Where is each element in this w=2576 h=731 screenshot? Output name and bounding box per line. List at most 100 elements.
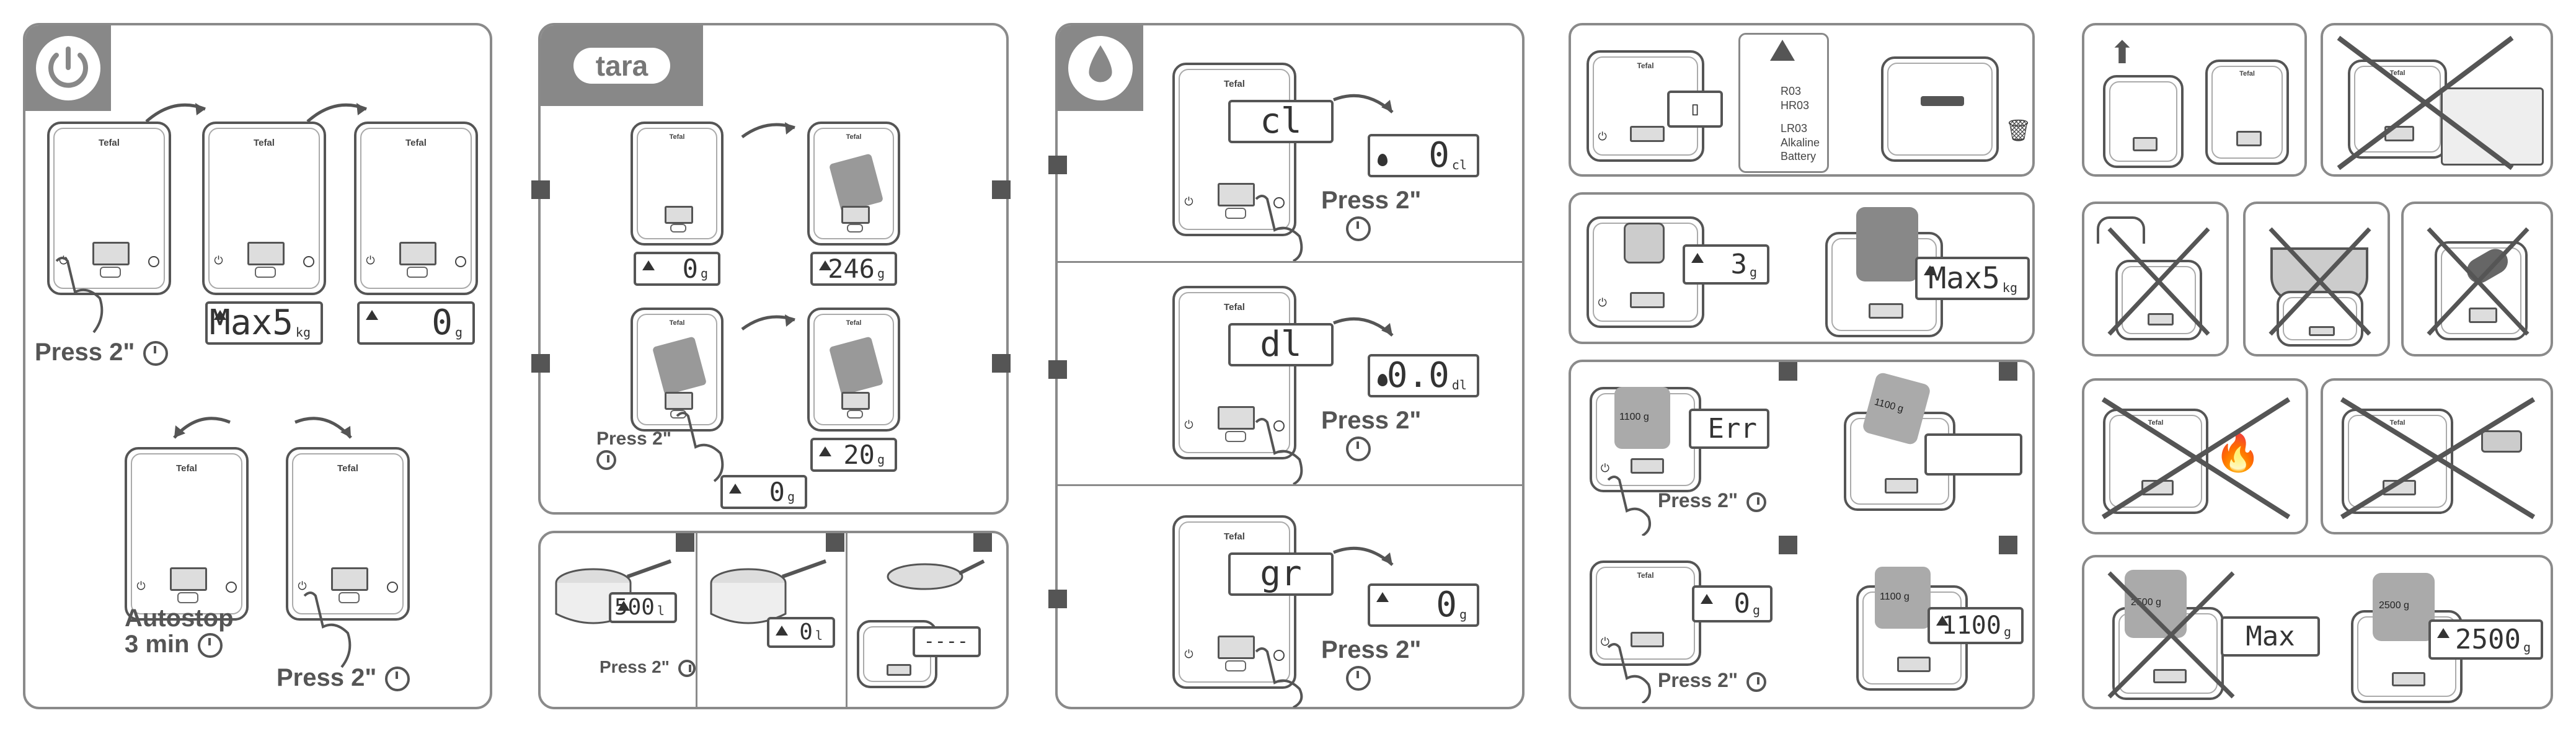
chocolate-bar-icon <box>828 153 884 213</box>
scale-5: Tefal ⏻ <box>286 447 410 621</box>
lcd-unit: g <box>1752 603 1760 618</box>
tara-key-icon[interactable] <box>225 582 237 593</box>
lcd-value: 1100 <box>1941 611 2001 640</box>
step-marker <box>1779 536 1797 554</box>
step-marker <box>992 354 1011 373</box>
scale-display <box>841 206 870 224</box>
power-key-icon[interactable]: ⏻ <box>136 580 146 593</box>
power-key-icon[interactable]: ⏻ <box>214 254 223 267</box>
scale-display <box>170 567 207 591</box>
tara-key[interactable] <box>177 591 199 603</box>
step-marker <box>676 533 694 552</box>
brand-logo: Tefal <box>2239 69 2255 78</box>
scale-2: Tefal ⏻ <box>202 122 326 295</box>
press-2s-text: Press 2" <box>1321 636 1422 663</box>
arrow-right-icon <box>741 314 795 331</box>
scale-display <box>1629 125 1665 143</box>
tara-key[interactable] <box>670 224 687 233</box>
tara-key[interactable] <box>254 266 277 278</box>
no-oven-panel: Tefal <box>2321 23 2553 177</box>
divider <box>696 533 697 707</box>
press-2s-text: Press 2" <box>596 428 671 449</box>
lcd-value: 0 <box>432 303 453 343</box>
scale-gr: Tefal ⏻ <box>1172 515 1296 689</box>
lcd-value: 0 <box>769 476 785 507</box>
no-flame-panel: Tefal 🔥 <box>2082 378 2308 534</box>
tara-key[interactable] <box>846 410 864 419</box>
scale-standing: Tefal <box>2205 60 2289 165</box>
battery-line: HR03 <box>1781 99 1810 112</box>
scale-dl: Tefal ⏻ <box>1172 286 1296 459</box>
press-2s-label: Press 2" <box>1658 669 1767 692</box>
tara-key[interactable] <box>406 266 428 278</box>
faucet-icon <box>2097 216 2145 244</box>
brand-logo: Tefal <box>1224 301 1245 312</box>
press-2s-label: Press 2" <box>1321 407 1421 462</box>
lcd-unit: g <box>700 266 708 281</box>
prohibited-cross-icon <box>2340 397 2536 520</box>
step-marker <box>973 533 992 552</box>
finger-press-icon <box>303 591 352 668</box>
arrow-right-icon <box>1333 317 1394 337</box>
weight-icon: 1100 g <box>1614 387 1670 449</box>
tara-key-icon[interactable] <box>148 256 159 268</box>
battery-line: Battery <box>1781 150 1817 162</box>
lcd-unit: g <box>1749 265 1757 280</box>
arrow-left-icon <box>173 417 231 439</box>
press-2s-text: Press 2" <box>1321 187 1422 214</box>
autostop-time: 3 min <box>125 631 190 658</box>
power-key-icon[interactable]: ⏻ <box>1184 648 1193 661</box>
lcd-value: Max5 <box>1928 261 2000 296</box>
scale-display <box>1884 478 1919 494</box>
battery-compartment <box>1921 96 1964 106</box>
weight-icon: 1100 g <box>1875 567 1931 629</box>
lcd-unit: g <box>2523 640 2531 655</box>
press-2s-label: Press 2" <box>600 657 696 677</box>
scale-lift <box>2103 75 2184 168</box>
lcd-value: gr <box>1260 554 1302 594</box>
tara-key-icon[interactable] <box>386 582 398 593</box>
finger-press-icon <box>1255 647 1303 707</box>
power-key-icon[interactable]: ⏻ <box>1184 195 1193 208</box>
scale-display <box>1897 656 1931 673</box>
scale-display <box>399 241 436 266</box>
power-key-icon[interactable]: ⏻ <box>1598 296 1607 309</box>
power-key-icon[interactable]: ⏻ <box>1598 130 1607 143</box>
autostop-label: Autostop 3 min <box>125 605 234 658</box>
timer-icon <box>1746 492 1767 512</box>
step-marker <box>826 533 844 552</box>
arrow-right-icon <box>741 122 795 139</box>
tara-key-icon[interactable] <box>454 256 466 268</box>
lcd-value: cl <box>1260 101 1302 141</box>
lcd-max: Max <box>2221 616 2320 657</box>
lcd-value: 0 <box>1436 585 1457 625</box>
arrow-right-icon <box>306 103 367 123</box>
prohibited-cross-icon <box>2107 571 2235 699</box>
lcd-value: 2500 <box>2454 623 2521 655</box>
lcd-cl-mode: cl <box>1228 100 1334 143</box>
brand-logo: Tefal <box>1224 78 1245 89</box>
lcd-value: ---- <box>923 631 968 652</box>
battery-icon: ▯ <box>1689 98 1701 120</box>
arrow-right-icon <box>294 417 352 439</box>
scale-display <box>2391 672 2426 687</box>
tara-key-icon[interactable] <box>303 256 314 268</box>
power-key-icon[interactable]: ⏻ <box>366 254 375 267</box>
lcd-value: 20 <box>843 439 875 470</box>
no-heat-panel <box>2243 202 2390 357</box>
scale-cl: Tefal ⏻ <box>1172 63 1296 236</box>
timer-icon <box>198 633 223 658</box>
power-key-icon[interactable]: ⏻ <box>1184 419 1193 432</box>
tara-key[interactable] <box>846 224 864 233</box>
lcd-value: 0 <box>682 253 698 284</box>
press-2s-label: Press 2" <box>1321 636 1421 691</box>
lcd-unit: g <box>1459 607 1467 622</box>
step-marker <box>1048 590 1067 608</box>
step-marker <box>1048 156 1067 174</box>
timer-icon <box>1746 671 1767 692</box>
scale-display <box>1629 291 1665 309</box>
